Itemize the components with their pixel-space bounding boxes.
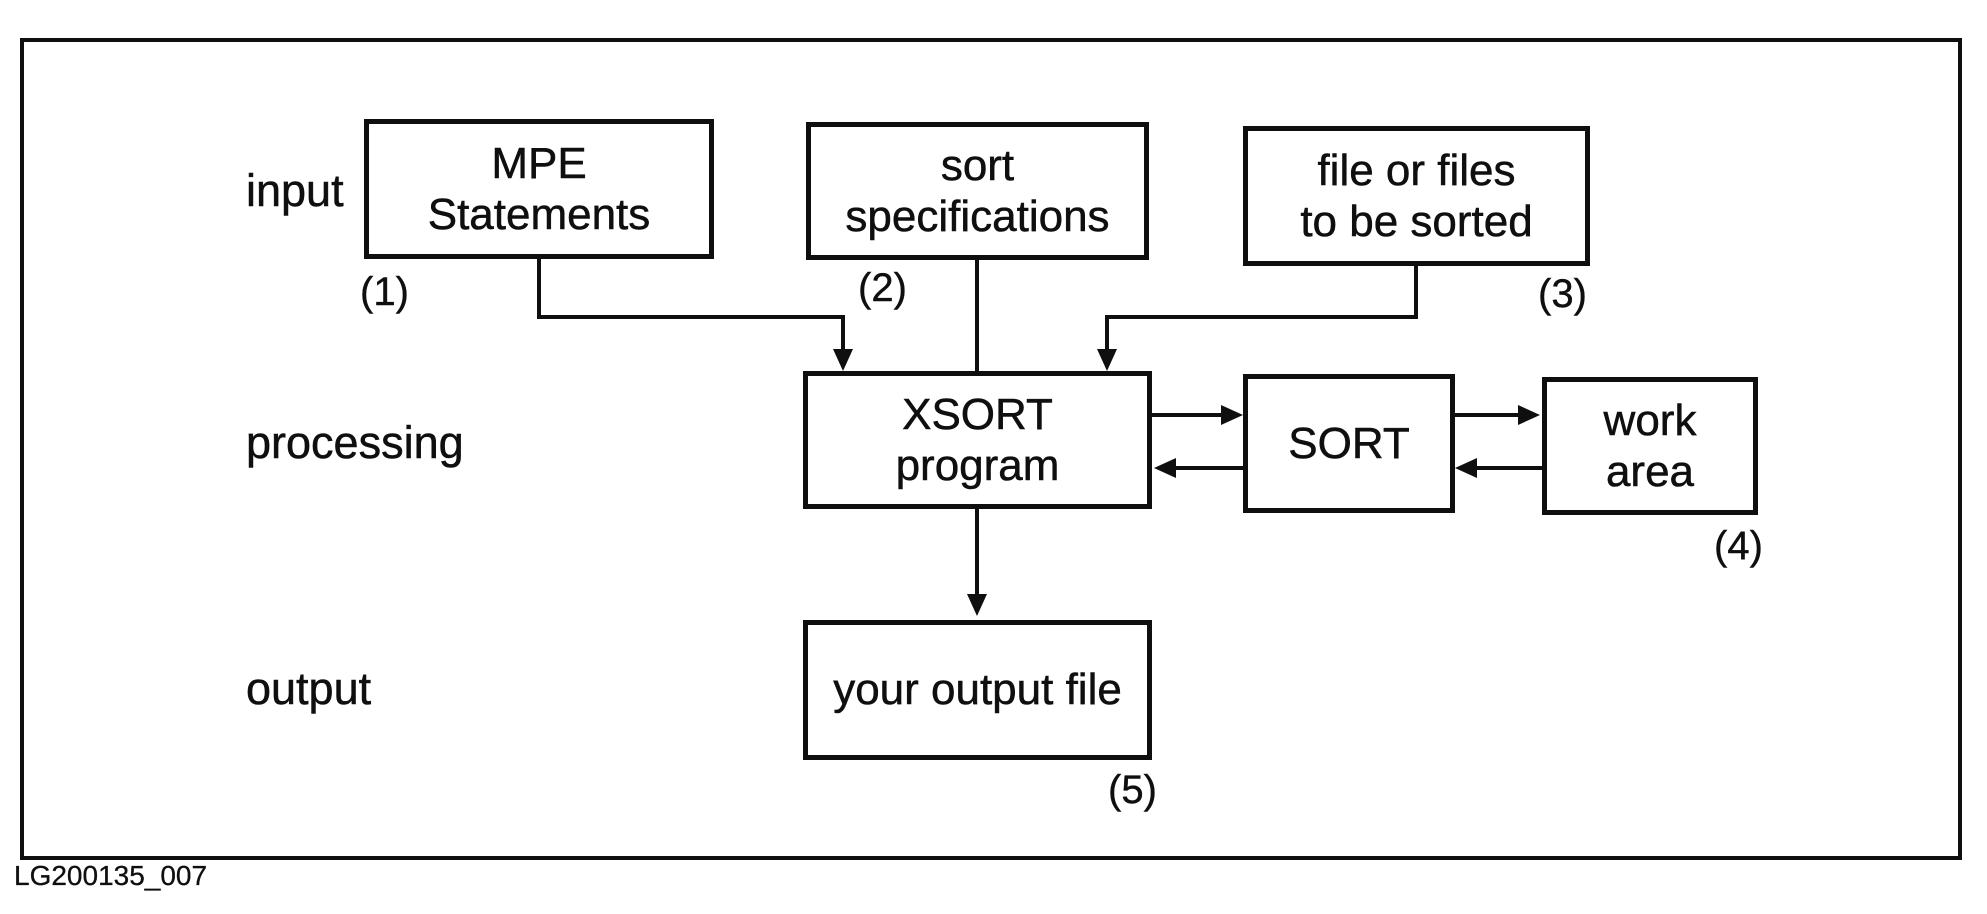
connector-mpe-to-xsort-run [537,315,845,319]
box-xsort-program-line1: XSORT [902,389,1053,440]
arrowhead-sort-to-work-icon [1518,405,1540,425]
connector-xsort-to-sort [1152,413,1222,417]
connector-specs-to-xsort [975,260,979,371]
box-sort-specifications-line2: specifications [845,192,1110,242]
row-label-input: input [246,165,344,216]
arrowhead-xsort-to-sort-icon [1221,405,1243,425]
arrowhead-files-to-xsort-icon [1097,349,1117,371]
step-number-1: (1) [360,270,409,314]
box-files-to-be-sorted-line2: to be sorted [1300,197,1533,247]
step-number-2: (2) [858,266,907,310]
connector-files-to-xsort-run [1105,315,1418,319]
arrowhead-mpe-to-xsort-icon [833,349,853,371]
box-mpe-statements-line1: MPE [491,138,587,189]
box-files-to-be-sorted-line1: file or files [1317,145,1516,196]
step-number-3: (3) [1538,272,1587,316]
connector-files-to-xsort-drop [1414,266,1418,319]
box-sort-line1: SORT [1288,418,1410,469]
box-sort: SORT [1243,374,1455,513]
box-sort-specifications-line1: sort [940,140,1015,191]
row-label-output: output [246,663,372,714]
connector-sort-to-xsort [1176,466,1243,470]
figure-caption: LG200135_007 [14,860,208,891]
connector-xsort-to-output [975,509,979,596]
box-work-area: work area [1542,377,1758,515]
box-files-to-be-sorted: file or files to be sorted [1243,126,1590,266]
row-label-processing: processing [246,417,464,468]
box-mpe-statements-line2: Statements [427,190,651,240]
step-number-5: (5) [1108,768,1157,812]
box-mpe-statements: MPE Statements [364,119,714,259]
arrowhead-work-to-sort-icon [1455,458,1477,478]
connector-sort-to-work [1455,413,1520,417]
box-your-output-file-line1: your output file [833,665,1122,715]
box-xsort-program: XSORT program [803,371,1152,509]
connector-files-to-xsort-stem [1105,315,1109,351]
box-work-area-line1: work [1603,395,1697,446]
box-work-area-line2: area [1605,447,1695,497]
step-number-4: (4) [1714,524,1763,568]
connector-mpe-to-xsort-stem [841,315,845,351]
arrowhead-sort-to-xsort-icon [1154,458,1176,478]
box-your-output-file: your output file [803,620,1152,760]
connector-work-to-sort [1477,466,1542,470]
arrowhead-xsort-to-output-icon [967,594,987,616]
box-sort-specifications: sort specifications [806,122,1149,260]
connector-mpe-to-xsort-drop [537,259,541,319]
box-xsort-program-line2: program [895,441,1060,491]
